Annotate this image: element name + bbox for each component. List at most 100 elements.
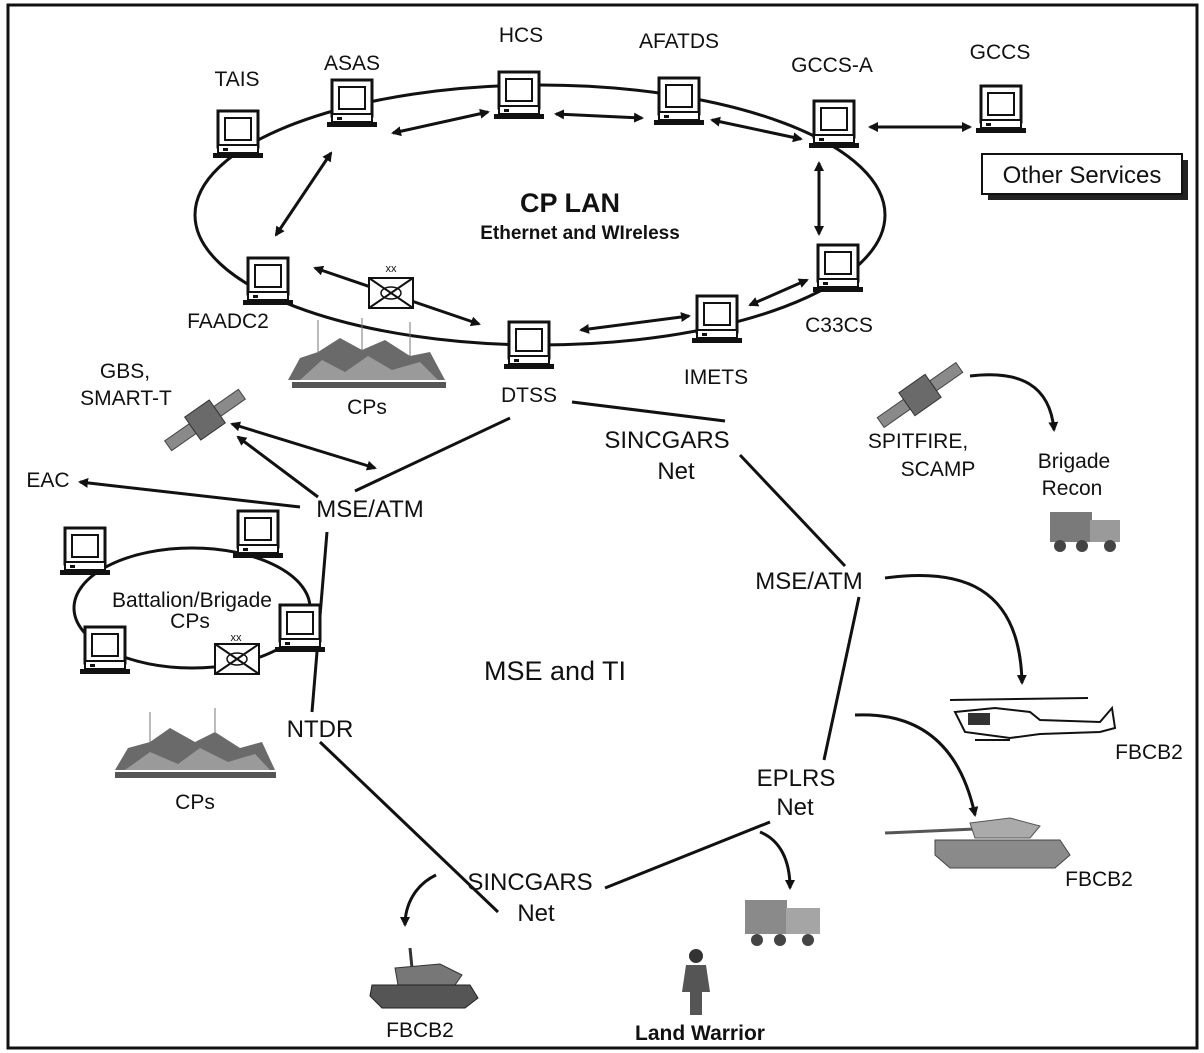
gbs-label-line1: GBS,	[100, 360, 150, 383]
sincgars-top-line2: Net	[657, 458, 695, 485]
eplrs-line2: Net	[776, 794, 814, 821]
asas-label: ASAS	[324, 52, 380, 75]
helicopter-icon	[949, 697, 1117, 741]
cps-top-label: CPs	[347, 396, 387, 419]
eac-label: EAC	[26, 469, 69, 492]
link-imets-c33cs	[748, 278, 809, 307]
cps-tents-bottom: CPs	[115, 708, 276, 814]
link-asas-faadc2	[274, 151, 333, 237]
tais-node: TAIS	[211, 68, 265, 160]
eplrs-line1: EPLRS	[757, 765, 836, 792]
hcs-label: HCS	[499, 24, 543, 47]
fbcb2-tank-bottom-label: FBCB2	[386, 1019, 454, 1042]
link-dtss-imets	[579, 312, 691, 334]
afatds-label: AFATDS	[639, 30, 719, 53]
c33cs-label: C33CS	[805, 314, 873, 337]
cps-tents-top: CPs	[288, 318, 446, 419]
link-mse-tank-right	[854, 713, 979, 817]
link-sincgars-mse-right	[738, 453, 847, 568]
gccs-node: GCCS	[970, 41, 1031, 135]
sincgars-top-line1: SINCGARS	[604, 427, 729, 454]
land-warrior-label: Land Warrior	[635, 1022, 765, 1045]
mse-atm-right-label: MSE/ATM	[755, 568, 863, 595]
fbcb2-heli-label: FBCB2	[1115, 741, 1183, 764]
faadc2-computer-icon	[241, 256, 295, 307]
dtss-computer-icon	[502, 320, 556, 371]
faadc2-label: FAADC2	[187, 310, 269, 333]
gccs-a-computer-icon	[807, 99, 861, 150]
right-links	[400, 373, 1059, 927]
satellite-gbs-icon	[164, 388, 246, 452]
link-dtss-sincgars	[571, 400, 726, 423]
sincgars-bottom-line2: Net	[517, 900, 555, 927]
sincgars-bottom-line1: SINCGARS	[467, 869, 592, 896]
diagram-title: CP LAN	[520, 188, 620, 218]
battalion-computer-4-icon	[78, 625, 132, 676]
hcs-computer-icon	[492, 70, 546, 121]
link-hcs-afatds	[554, 109, 644, 123]
brigade-recon-line1: Brigade	[1038, 450, 1110, 473]
link-afatds-gccs-a	[710, 116, 803, 143]
imets-label: IMETS	[684, 366, 748, 389]
dtss-node: DTSS	[501, 320, 557, 407]
tank-right-icon	[884, 817, 1071, 869]
link-mse-right-eplrs	[822, 596, 861, 761]
other-services-box: Other Services	[981, 153, 1188, 200]
soldier-icon	[682, 949, 710, 1015]
imets-computer-icon	[690, 294, 744, 345]
xx-mark-battalion: xx	[231, 632, 243, 644]
xx-mark-top: xx	[386, 263, 398, 275]
mse-atm-left-label: MSE/ATM	[316, 496, 424, 523]
asas-computer-icon	[325, 78, 379, 129]
fbcb2-tank-right-label: FBCB2	[1065, 868, 1133, 891]
ntdr-label: NTDR	[287, 716, 354, 743]
gbs-label-line2: SMART-T	[80, 387, 172, 410]
link-eac-mse	[78, 477, 301, 509]
spitfire-label-line1: SPITFIRE,	[868, 430, 968, 453]
dtss-label: DTSS	[501, 384, 557, 407]
recon-truck-icon	[1050, 512, 1120, 552]
faadc2-node: FAADC2	[187, 256, 295, 333]
hcs-node: HCS	[492, 24, 546, 121]
frame-border	[6, 3, 1199, 1050]
c33cs-node: C33CS	[805, 243, 873, 337]
link-eplrs-truck	[759, 830, 795, 890]
tank-bottom-icon	[369, 947, 479, 1009]
gccs-a-node: GCCS-A	[791, 54, 873, 150]
battalion-computer-3-icon	[273, 603, 327, 654]
tais-label: TAIS	[214, 68, 259, 91]
cp-radio-box-top: xx	[368, 263, 414, 309]
link-mse-heli	[884, 574, 1027, 685]
link-gbs-mse-upper	[230, 421, 377, 471]
battalion-label-line1: Battalion/Brigade	[112, 589, 272, 612]
spitfire-label-line2: SCAMP	[901, 458, 976, 481]
afatds-computer-icon	[652, 76, 706, 127]
link-spitfire-recon	[969, 373, 1059, 432]
afatds-node: AFATDS	[639, 30, 719, 127]
gccs-a-label: GCCS-A	[791, 54, 873, 77]
cp-box-battalion-icon	[214, 643, 260, 675]
cp-box-icon	[368, 277, 414, 309]
gccs-computer-icon	[974, 84, 1028, 135]
link-eplrs-sincgars	[604, 820, 771, 890]
satellite-spitfire-icon	[876, 361, 964, 429]
gccs-label: GCCS	[970, 41, 1031, 64]
link-asas-hcs	[391, 108, 490, 137]
mse-ti-label: MSE and TI	[484, 656, 626, 686]
link-ntdr-sincgars	[318, 740, 500, 914]
eplrs-truck-icon	[745, 900, 820, 946]
link-sincgars-tank-bottom	[400, 873, 437, 927]
imets-node: IMETS	[684, 294, 748, 389]
asas-node: ASAS	[324, 52, 380, 129]
other-services-label: Other Services	[1003, 162, 1162, 189]
link-mse-dtss	[354, 416, 511, 493]
tais-computer-icon	[211, 109, 265, 160]
battalion-label-line2: CPs	[170, 610, 210, 633]
brigade-recon-line2: Recon	[1042, 477, 1103, 500]
battalion-computer-1-icon	[58, 526, 112, 577]
left-links	[78, 416, 511, 914]
cp-radio-box-battalion: xx	[214, 632, 260, 675]
diagram-subtitle: Ethernet and WIreless	[480, 223, 680, 244]
c33cs-computer-icon	[811, 243, 865, 294]
